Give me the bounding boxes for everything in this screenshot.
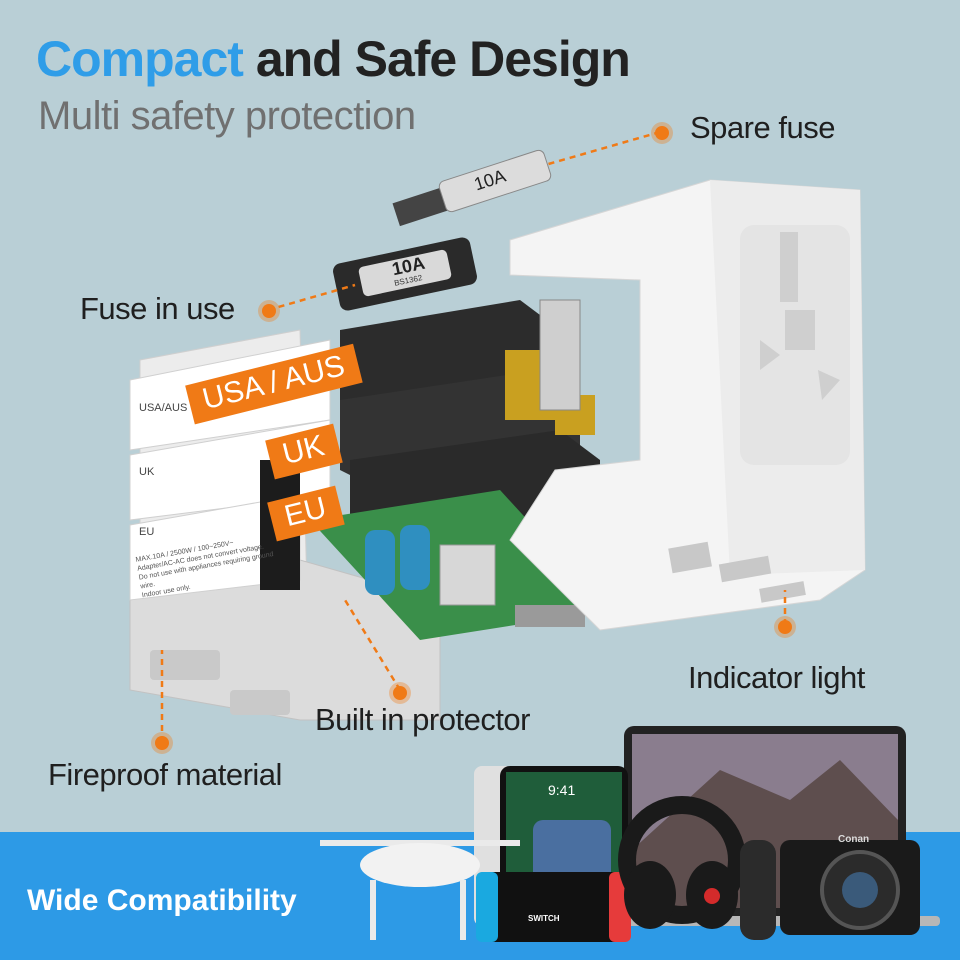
fireproof-material-callout: Fireproof material — [48, 757, 282, 792]
leader-lines — [160, 130, 787, 742]
fuse-in-use — [333, 237, 477, 311]
spare-fuse-callout: Spare fuse — [690, 110, 835, 145]
subtitle: Multi safety protection — [38, 94, 416, 138]
built-in-protector-callout: Built in protector — [315, 702, 531, 737]
phone-time: 9:41 — [548, 782, 576, 798]
wide-compatibility-label: Wide Compatibility — [27, 884, 297, 917]
spare-fuse-marker — [655, 126, 669, 140]
fireproof-material-marker — [155, 736, 169, 750]
housing-label-eu: EU — [139, 526, 155, 538]
housing-label-uk: UK — [139, 466, 155, 478]
housing-label-usa-aus: USA/AUS — [139, 402, 188, 414]
built-in-protector-marker — [393, 686, 407, 700]
devices-row — [320, 726, 940, 942]
spare-fuse — [392, 149, 552, 227]
title-rest: and Safe Design — [255, 31, 631, 87]
page-title: Compact and Safe Design — [36, 30, 631, 88]
indicator-light-callout: Indicator light — [688, 660, 865, 695]
fuse-in-use-marker — [262, 304, 276, 318]
switch-label: SWITCH — [528, 914, 560, 923]
camera-brand: Conan — [838, 834, 870, 845]
indicator-light-marker — [778, 620, 792, 634]
title-accent: Compact — [36, 31, 244, 87]
fuse-in-use-callout: Fuse in use — [80, 291, 235, 326]
adapter-front-shell — [509, 179, 866, 631]
pcb-board — [310, 490, 610, 640]
